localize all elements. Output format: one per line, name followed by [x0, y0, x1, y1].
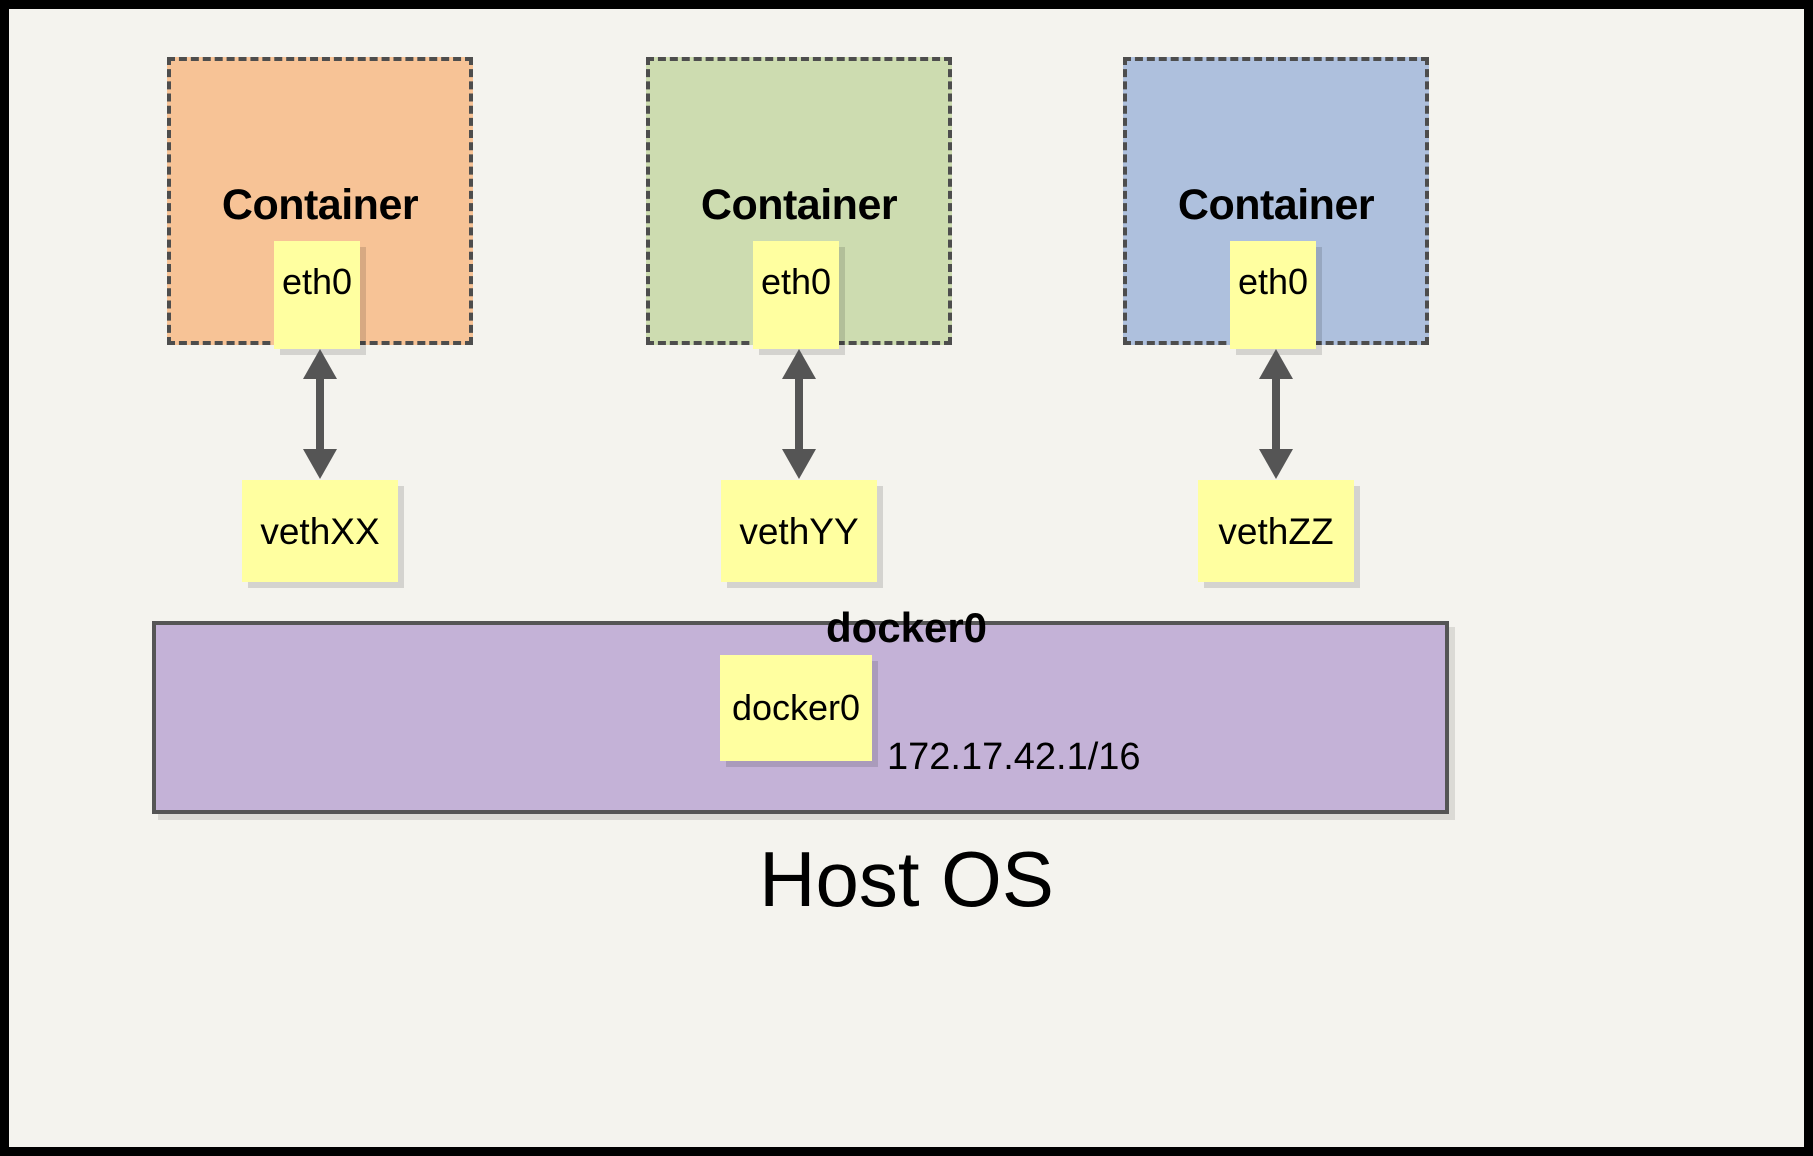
veth-label-3: vethZZ	[1218, 510, 1334, 552]
arrow-head-down-icon-2	[782, 449, 816, 479]
docker0-bridge-label-text: docker0	[825, 604, 988, 651]
docker0-interface-box: docker0	[720, 655, 872, 761]
eth0-label-1: eth0	[281, 261, 353, 302]
arrow-shaft-1	[316, 371, 324, 457]
docker0-interface-label: docker0	[731, 687, 861, 728]
eth0-box-2: eth0	[753, 241, 839, 349]
container-title-1: Container	[221, 181, 419, 229]
eth0-label-2: eth0	[760, 261, 832, 302]
container-title-2: Container	[700, 181, 898, 229]
veth-box-1: vethXX	[242, 480, 398, 582]
eth0-label-3: eth0	[1237, 261, 1309, 302]
arrow-shaft-3	[1272, 371, 1280, 457]
eth0-box-1: eth0	[274, 241, 360, 349]
veth-label-2: vethYY	[739, 510, 859, 552]
bridge-ip-label: 172.17.42.1/16	[887, 736, 1141, 778]
veth-link-arrow-1	[303, 349, 337, 479]
veth-link-arrow-3	[1259, 349, 1293, 479]
arrow-shaft-2	[795, 371, 803, 457]
docker0-bridge-label: docker0	[9, 604, 1804, 652]
container-title-3: Container	[1177, 181, 1375, 229]
veth-box-3: vethZZ	[1198, 480, 1354, 582]
arrow-head-down-icon-3	[1259, 449, 1293, 479]
veth-box-2: vethYY	[721, 480, 877, 582]
host-os-title: Host OS	[759, 835, 1054, 923]
veth-label-1: vethXX	[260, 510, 380, 552]
veth-link-arrow-2	[782, 349, 816, 479]
eth0-box-3: eth0	[1230, 241, 1316, 349]
arrow-head-down-icon-1	[303, 449, 337, 479]
